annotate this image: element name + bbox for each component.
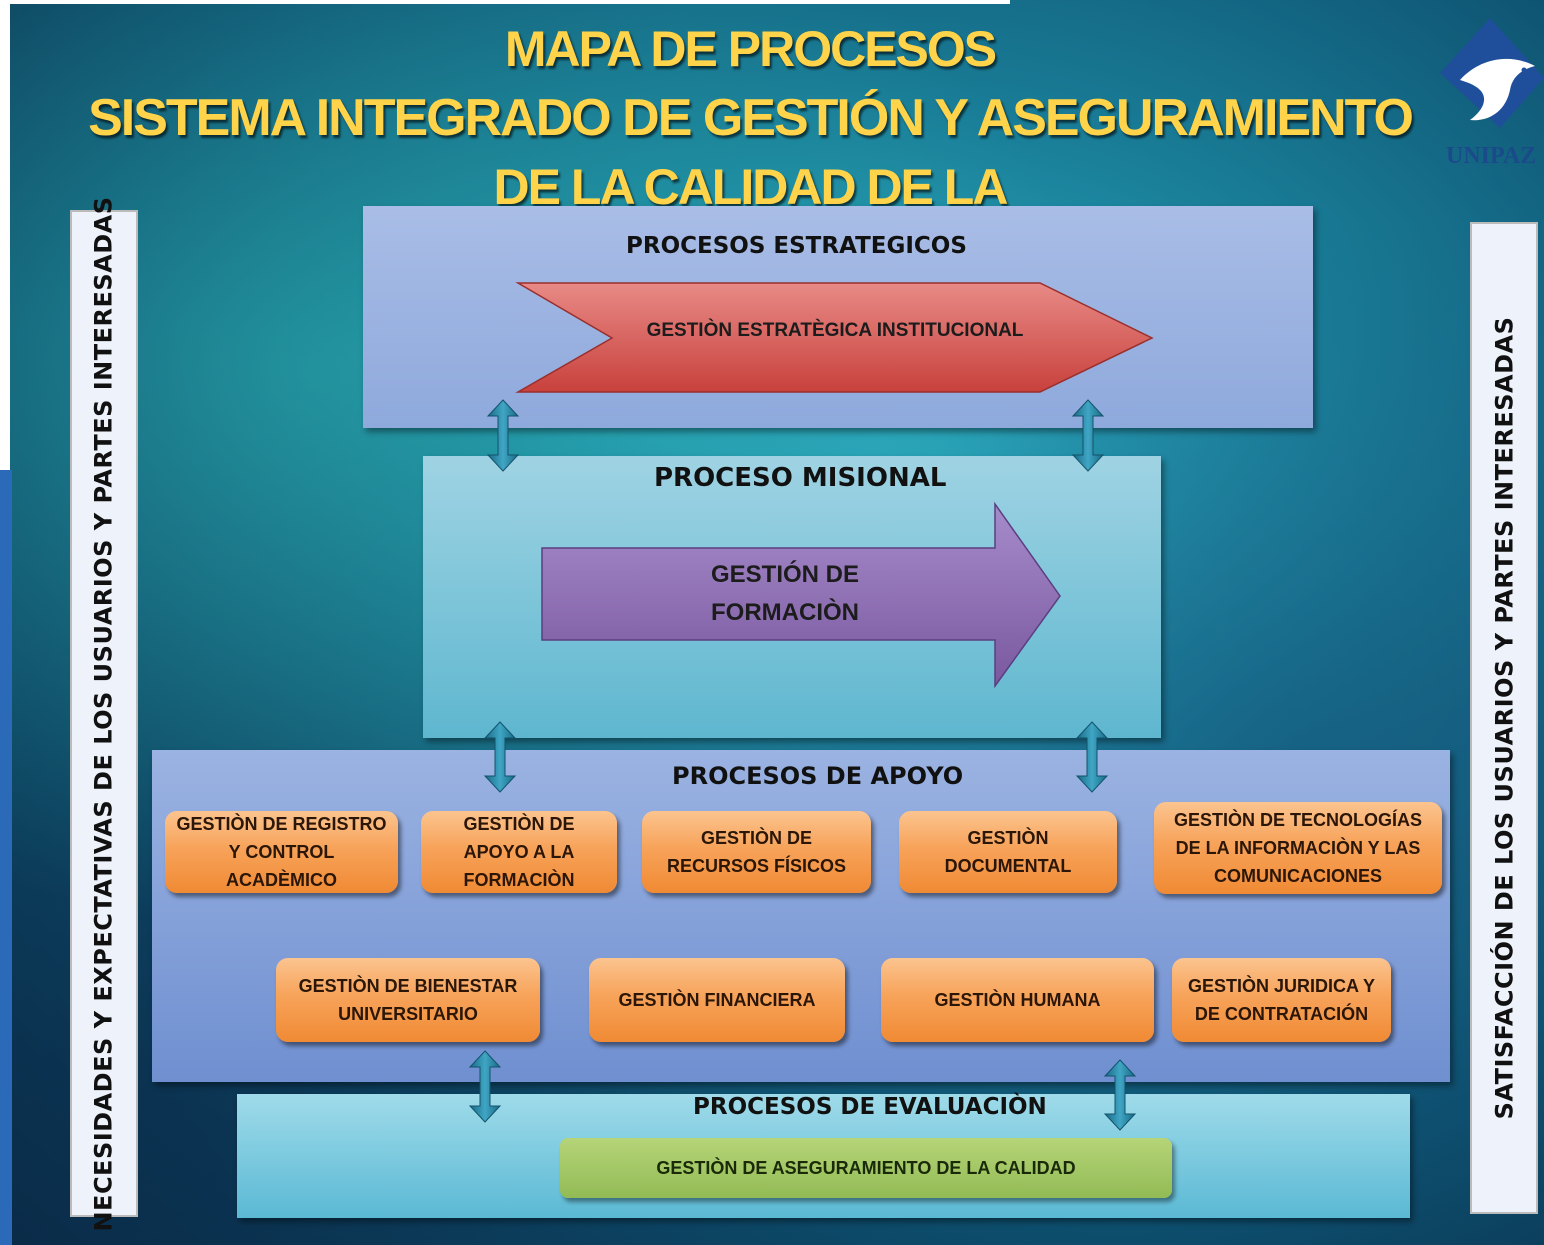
proceso-juridica: GESTIÒN JURIDICA Y DE CONTRATACIÓN (1172, 958, 1391, 1042)
evaluacion-title: PROCESOS DE EVALUACIÒN (693, 1094, 1047, 1120)
title-line-3: DE LA CALIDAD DE LA (493, 159, 1009, 215)
apoyo-title: PROCESOS DE APOYO (672, 762, 964, 790)
misional-title: PROCESO MISIONAL (654, 463, 947, 493)
proceso-documental: GESTIÒN DOCUMENTAL (899, 811, 1117, 893)
left-border (0, 0, 10, 470)
logo-text: UNIPAZ (1446, 143, 1537, 169)
formacion-line-1: GESTIÓN DE (710, 561, 860, 588)
proceso-humana: GESTIÒN HUMANA (881, 958, 1154, 1042)
formacion-arrow-label: GESTIÓN DE FORMACIÒN (560, 556, 1010, 632)
unipaz-logo-icon (1440, 18, 1544, 128)
proceso-tecnologias: GESTIÒN DE TECNOLOGÍAS DE LA INFORMACIÒN… (1154, 802, 1442, 894)
side-label-satisfaccion: SATISFACCIÓN DE LOS USUARIOS Y PARTES IN… (1490, 316, 1518, 1120)
side-box-necesidades: NECESIDADES Y EXPECTATIVAS DE LOS USUARI… (70, 196, 138, 1231)
formacion-line-2: FORMACIÒN (711, 599, 859, 626)
side-box-satisfaccion: SATISFACCIÓN DE LOS USUARIOS Y PARTES IN… (1470, 222, 1538, 1214)
estrategica-arrow-label: GESTIÒN ESTRATÈGICA INSTITUCIONAL (646, 320, 1024, 341)
left-blue-bar (0, 470, 12, 1245)
proceso-financiera: GESTIÒN FINANCIERA (589, 958, 845, 1042)
proceso-aseguramiento-calidad: GESTIÒN DE ASEGURAMIENTO DE LA CALIDAD (560, 1138, 1172, 1198)
estrategicos-title: PROCESOS ESTRATEGICOS (626, 233, 967, 259)
top-border (0, 0, 1010, 4)
proceso-apoyo-formacion: GESTIÒN DE APOYO A LA FORMACIÒN (421, 811, 617, 893)
proceso-bienestar: GESTIÒN DE BIENESTAR UNIVERSITARIO (276, 958, 540, 1042)
title-line-1: MAPA DE PROCESOS (504, 21, 997, 77)
proceso-recursos-fisicos: GESTIÒN DE RECURSOS FÍSICOS (642, 811, 871, 893)
side-label-necesidades: NECESIDADES Y EXPECTATIVAS DE LOS USUARI… (90, 195, 119, 1232)
proceso-registro-control: GESTIÒN DE REGISTRO Y CONTROL ACADÈMICO (165, 811, 398, 893)
title-line-2: SISTEMA INTEGRADO DE GESTIÓN Y ASEGURAMI… (88, 89, 1414, 147)
